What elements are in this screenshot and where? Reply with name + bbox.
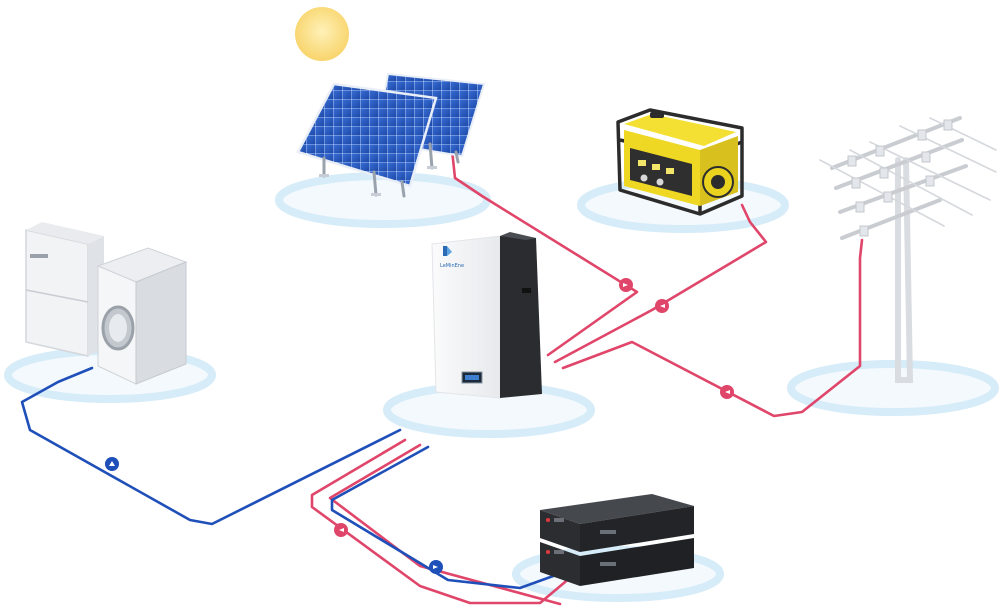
- cable-battery-to-appliances: [20, 366, 402, 526]
- cable-grid-to-battery: [561, 238, 864, 418]
- flow-marker-rack-red: [334, 523, 348, 537]
- cable-generator-to-battery: [553, 203, 768, 364]
- platform-grid: [787, 360, 999, 416]
- refrigerator-icon: [25, 222, 104, 357]
- cable-solar-to-battery: [450, 148, 639, 357]
- battery-logo: LeMinEne: [440, 246, 464, 269]
- flow-marker-generator: [655, 299, 669, 313]
- battery-brand-text: LeMinEne: [440, 263, 464, 269]
- power-pole-icon: [819, 116, 997, 383]
- sun-icon: [295, 7, 349, 61]
- solar-panel-icon: [296, 72, 486, 198]
- washing-machine-icon: [96, 247, 188, 385]
- flow-marker-solar: [619, 278, 633, 292]
- flow-marker-rack-blue: [429, 560, 443, 574]
- platforms: [4, 172, 999, 602]
- flow-marker-appliances: [105, 457, 119, 471]
- generator-icon: [616, 108, 744, 216]
- appliance-icon: [25, 222, 188, 385]
- flow-marker-grid: [720, 385, 734, 399]
- platform-solar: [275, 172, 491, 228]
- rack-battery-icon: [540, 494, 694, 586]
- flow-markers: [105, 278, 734, 574]
- battery-icon: LeMinEne: [431, 232, 542, 399]
